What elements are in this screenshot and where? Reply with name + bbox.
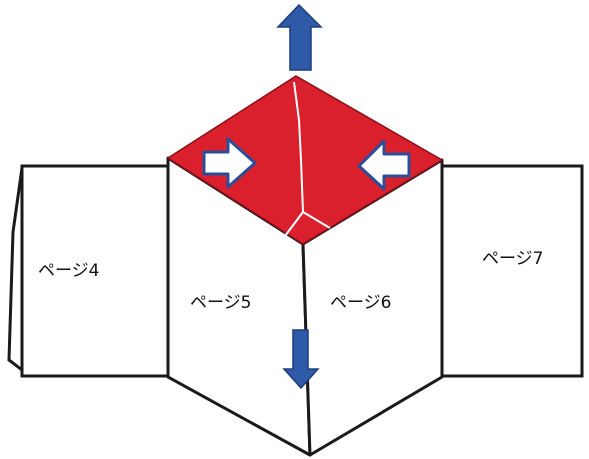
page-7-label: ページ7	[482, 249, 543, 269]
page-6-panel: ページ6	[301, 158, 444, 457]
arrow-down-icon	[282, 329, 320, 390]
page-4-label: ページ4	[38, 261, 99, 281]
page-4-panel: ページ4	[7, 164, 170, 378]
fold-crease-line	[293, 81, 304, 213]
page-4-back-edge	[7, 167, 24, 374]
red-fold-diamond	[166, 75, 444, 245]
arrow-up-icon	[276, 3, 323, 71]
page-5-label: ページ5	[190, 293, 251, 313]
fold-crease-right	[302, 211, 331, 229]
arrow-right-icon	[202, 137, 257, 189]
fold-crease-left	[284, 211, 304, 237]
page-6-label: ページ6	[330, 293, 391, 313]
arrow-left-icon	[357, 139, 411, 191]
page-7-rect	[440, 164, 584, 378]
page-7-panel: ページ7	[440, 164, 584, 378]
page-4-rect	[20, 164, 170, 378]
red-diamond-shape	[166, 75, 444, 245]
